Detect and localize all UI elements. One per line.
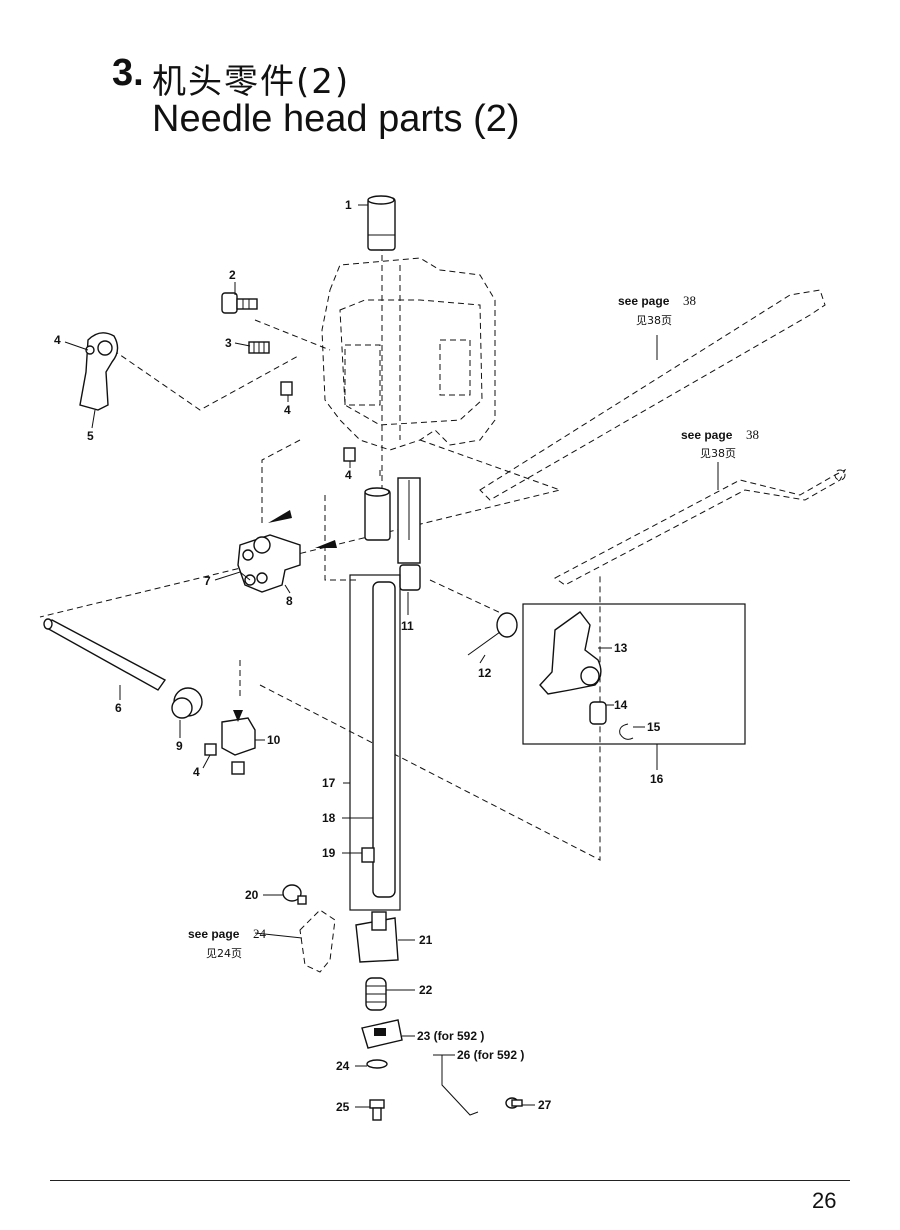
callout-16: 16 (650, 772, 664, 786)
ref-3-cn: 见24页 (206, 947, 242, 960)
callout-2: 2 (229, 268, 236, 282)
arm-link-2 (554, 468, 847, 586)
callout-14: 14 (614, 698, 628, 712)
part-12-spring (467, 612, 518, 656)
part-3-set-screw (248, 341, 270, 354)
callout-24: 24 (336, 1059, 350, 1073)
ref-1-text: see page (618, 294, 670, 308)
part-27-screw (505, 1097, 523, 1109)
callout-8: 8 (286, 594, 293, 608)
callout-27: 27 (538, 1098, 552, 1112)
footer-divider (50, 1180, 850, 1181)
callout-19: 19 (322, 846, 336, 860)
part-6-shaft (43, 618, 167, 691)
callout-12: 12 (478, 666, 492, 680)
callout-11: 11 (401, 619, 414, 633)
part-20-screw (282, 884, 307, 905)
ref-3-text: see page (188, 927, 240, 941)
ref-2-page: 38 (746, 427, 759, 442)
callout-6: 6 (115, 701, 122, 715)
arm-link-1 (479, 289, 826, 501)
head-casting-outline (321, 257, 496, 451)
callout-25: 25 (336, 1100, 350, 1114)
callout-23: 23 (for 592 ) (417, 1029, 484, 1043)
part-17-18-needle-bar (349, 574, 401, 911)
ref-2-cn: 见38页 (700, 447, 736, 460)
ref-1-cn: 见38页 (636, 314, 672, 327)
ref-3-page: 24 (253, 926, 267, 941)
callout-7: 7 (204, 574, 211, 588)
callout-18: 18 (322, 811, 336, 825)
callout-4: 4 (284, 403, 291, 417)
assembly-dashed-lines (39, 225, 601, 861)
callout-17: 17 (322, 776, 336, 790)
callout-4: 4 (193, 765, 200, 779)
callout-15: 15 (647, 720, 661, 734)
page-references: see page 38 见38页 see page 38 见38页 see pa… (188, 293, 759, 960)
callout-leaders (64, 204, 719, 1108)
callout-9: 9 (176, 739, 183, 753)
callout-13: 13 (614, 641, 628, 655)
part-21-clamp (355, 911, 399, 963)
part-16-assembly-box (522, 603, 746, 745)
callout-10: 10 (267, 733, 281, 747)
part-2-shoulder-screw (221, 292, 258, 314)
callout-22: 22 (419, 983, 433, 997)
callout-3: 3 (225, 336, 232, 350)
page-title-english: Needle head parts (2) (152, 98, 520, 140)
guide-ref-part (299, 909, 336, 973)
callout-20: 20 (245, 888, 259, 902)
callout-1: 1 (345, 198, 352, 212)
page-number: 26 (812, 1188, 837, 1213)
part-22-spring (365, 977, 387, 1011)
part-4-set-screws (204, 381, 356, 775)
ref-2-text: see page (681, 428, 733, 442)
section-number: 3. (112, 52, 144, 94)
page-title-chinese: 机头零件(2) (152, 62, 351, 102)
part-23-holder (361, 1019, 403, 1049)
callout-21: 21 (419, 933, 433, 947)
part-5-lever (79, 332, 119, 411)
part-26-wire-guide (433, 1054, 479, 1116)
part-11-needle-bar-top (364, 477, 421, 591)
callout-labels: 1 2 3 4 4 4 4 5 6 7 8 9 10 11 12 13 14 1… (54, 198, 664, 1114)
ref-1-page: 38 (683, 293, 696, 308)
part-25-screw (369, 1099, 385, 1121)
callout-4: 4 (345, 468, 352, 482)
part-10-block (221, 710, 256, 756)
part-1-sleeve (367, 195, 396, 251)
callout-5: 5 (87, 429, 94, 443)
part-9-collar (171, 687, 203, 719)
part-24-washer (366, 1059, 388, 1069)
part-8-bracket (237, 510, 337, 593)
callout-26: 26 (for 592 ) (457, 1048, 524, 1062)
callout-4: 4 (54, 333, 61, 347)
